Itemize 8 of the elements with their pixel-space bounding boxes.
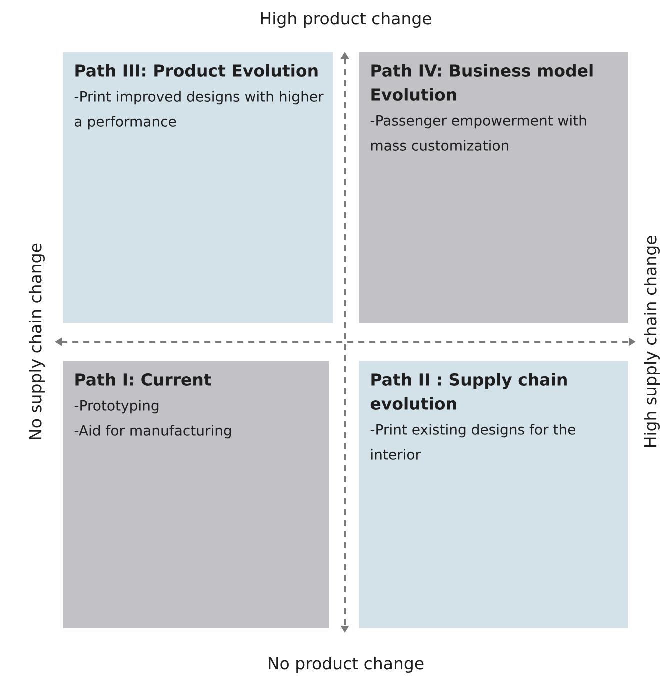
axis-label: No supply chain change bbox=[29, 244, 45, 440]
axis-label: High supply chain change bbox=[644, 236, 660, 448]
quadrant-box: Path I: Current -Prototyping -Aid for manufacturing bbox=[63, 361, 330, 628]
axis-label: High product change bbox=[261, 12, 432, 28]
quadrant-box: Path IV: Business model Evolution -Passenger empowerment with mass customization bbox=[359, 52, 628, 324]
axis-label: No product change bbox=[269, 657, 424, 673]
quadrant-box: Path III: Product Evolution -Print improved designs with higher a performance bbox=[63, 52, 334, 324]
quadrant-box: Path II : Supply chain evolution -Print existing designs for the interior bbox=[359, 361, 628, 628]
